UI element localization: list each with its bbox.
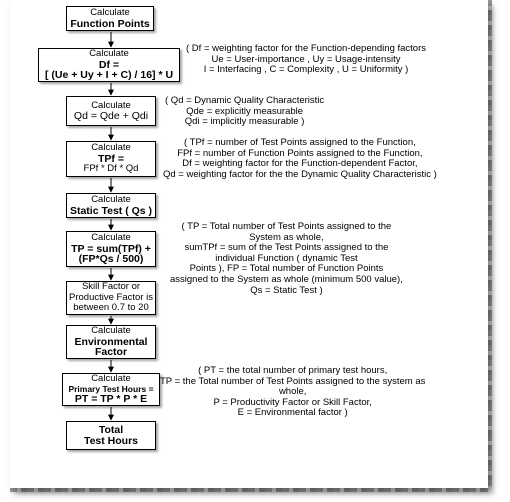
note-line: ( TPf = number of Test Points assigned t… <box>184 137 416 148</box>
step-label: Total <box>98 424 124 436</box>
note-line: ( PT = the total number of primary test … <box>198 365 388 376</box>
note-line: Qd = weighting factor for the the Dynami… <box>163 168 437 180</box>
step-label: Productive Factor is <box>69 291 153 303</box>
step-tpf: Calculate TPf = FPf * Df * Qd <box>66 141 156 177</box>
note-line: individual Function ( dynamic Test <box>215 252 358 264</box>
step-label: TPf = <box>98 152 124 165</box>
step-label: [ (Ue + Uy + I + C) / 16] * U <box>44 69 174 82</box>
step-label: Calculate <box>91 325 131 337</box>
note-line: System as whole, <box>249 231 324 243</box>
step-label: Calculate <box>91 373 131 385</box>
note-line: Qs = Static Test ) <box>250 284 323 296</box>
note-line: ( TP = Total number of Test Points assig… <box>181 221 392 232</box>
note-line: TP = the Total number of Test Points ass… <box>160 375 426 387</box>
note-tp-definitions: ( TP = Total number of Test Points assig… <box>170 221 403 296</box>
note-tpf-definitions: ( TPf = number of Test Points assigned t… <box>163 137 437 180</box>
step-label: Calculate <box>91 142 131 154</box>
step-environmental-factor: Calculate Environmental Factor <box>66 325 156 359</box>
step-label: between 0.7 to 20 <box>73 302 149 314</box>
step-skill-factor: Skill Factor or Productive Factor is bet… <box>66 281 156 315</box>
step-function-points: Calculate Function Points <box>66 6 154 31</box>
step-qd: Calculate Qd = Qde + Qdi <box>66 96 156 126</box>
step-label: PT = TP * P * E <box>74 393 148 406</box>
step-label: Environmental <box>74 335 148 348</box>
step-label: Qd = Qde + Qdi <box>73 110 149 122</box>
step-label: Calculate <box>91 99 131 111</box>
step-label: Calculate <box>89 48 129 60</box>
note-line: Df = weighting factor for the Function-d… <box>182 158 418 170</box>
step-static-test: Calculate Static Test ( Qs ) <box>66 193 156 218</box>
step-label: Calculate <box>91 232 131 244</box>
step-label: FPf * Df * Qd <box>83 163 139 175</box>
step-label: Calculate <box>90 7 130 18</box>
note-line: Qde = explicitly measurable <box>186 105 304 117</box>
note-pt-definitions: ( PT = the total number of primary test … <box>160 365 426 419</box>
step-label: Function Points <box>70 17 150 30</box>
note-line: assigned to the System as whole (minimum… <box>170 273 403 285</box>
note-line: sumTPf = sum of the Test Points assigned… <box>184 242 389 254</box>
note-df-definitions: ( Df = weighting factor for the Function… <box>186 43 427 76</box>
step-label: (FP*Qs / 500) <box>78 253 144 266</box>
step-tp: Calculate TP = sum(TPf) + (FP*Qs / 500) <box>66 231 156 267</box>
note-line: I = Interfacing , C = Complexity , U = U… <box>203 64 409 76</box>
note-line: Points ), FP = Total number of Function … <box>189 263 384 275</box>
note-line: ( Df = weighting factor for the Function… <box>186 43 427 54</box>
step-label: Skill Factor or <box>81 281 141 293</box>
step-df: Calculate Df = [ (Ue + Uy + I + C) / 16]… <box>38 48 180 82</box>
step-label: Static Test ( Qs ) <box>69 204 153 217</box>
step-label: Df = <box>98 58 120 71</box>
note-line: Qdi = implicitly measurable ) <box>184 116 305 128</box>
step-total-test-hours: Total Test Hours <box>66 421 156 450</box>
step-label: Factor <box>94 346 128 359</box>
step-primary-test-hours: Calculate Primary Test Hours = PT = TP *… <box>62 373 160 406</box>
step-label: TP = sum(TPf) + <box>71 242 151 255</box>
note-line: FPf = number of Function Points assigned… <box>177 147 423 159</box>
note-line: whole, <box>278 386 307 398</box>
step-label: Primary Test Hours = <box>68 383 154 394</box>
step-label: Calculate <box>91 194 131 205</box>
note-line: P = Productivity Factor or Skill Factor, <box>213 396 372 408</box>
note-line: E = Environmental factor ) <box>237 407 348 419</box>
note-line: ( Qd = Dynamic Quality Characteristic <box>165 95 325 106</box>
step-label: Test Hours <box>83 434 139 447</box>
note-qd-definitions: ( Qd = Dynamic Quality Characteristic Qd… <box>165 95 325 128</box>
note-line: Ue = User-importance , Uy = Usage-intens… <box>211 53 401 65</box>
